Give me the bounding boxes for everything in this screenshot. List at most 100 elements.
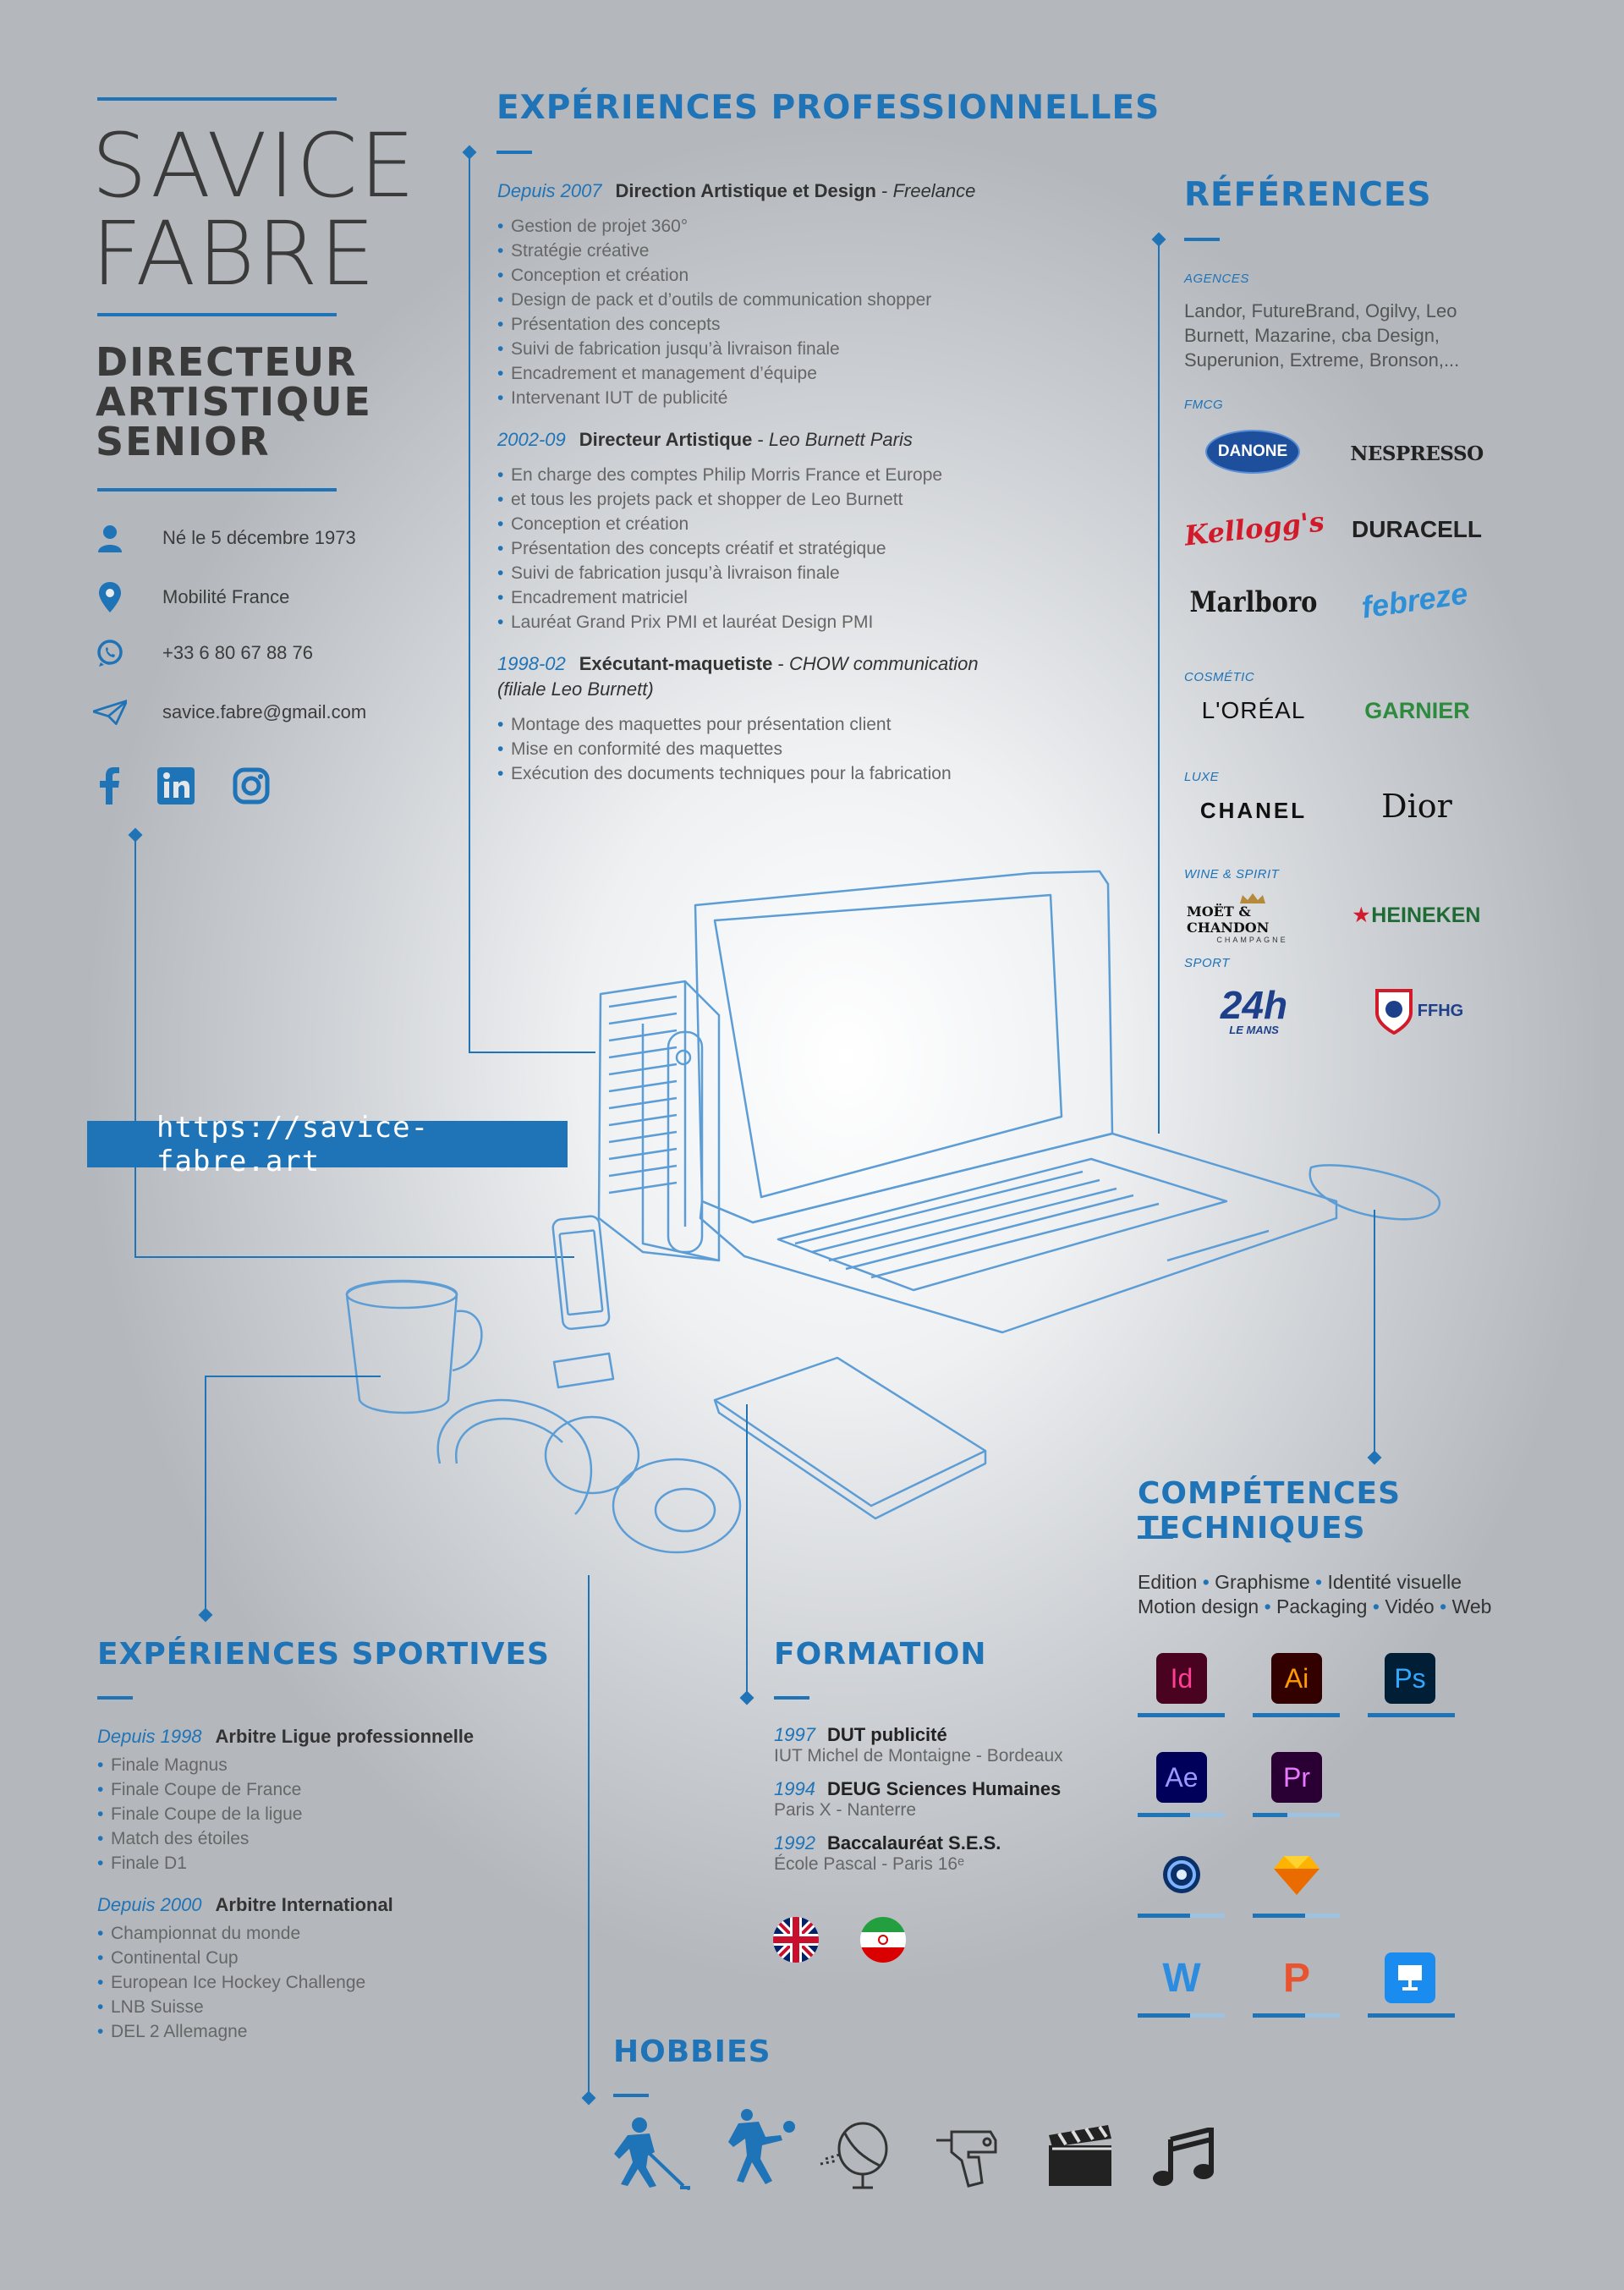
skill-level-bar [1253,2013,1305,2018]
experience-role: Directeur Artistique [579,429,753,450]
cinema4d-icon [1156,1849,1207,1900]
satellite-dish-icon [819,2115,895,2195]
formation-year: 1992 [774,1832,815,1853]
experience-title-rule [497,151,532,154]
photoshop-icon: Ps [1385,1653,1435,1704]
formation-degree: DUT publicité [826,1724,947,1745]
sports-role: Arbitre Ligue professionnelle [215,1726,475,1747]
list-item: Présentation des concepts créatif et str… [497,536,1039,561]
references-title: RÉFÉRENCES [1184,176,1432,214]
contact-birth: Né le 5 décembre 1973 [93,521,356,555]
agencies-text: Landor, FutureBrand, Ogilvy, Leo Burnett… [1184,300,1460,371]
clapperboard-icon [1047,2123,1115,2192]
list-item: Exécution des documents techniques pour … [497,761,1039,786]
sports-years: Depuis 2000 [97,1894,202,1915]
lemans-24h: 24h [1220,982,1288,1027]
list-item: et tous les projets pack et shopper de L… [497,487,1039,512]
skill-item: Packaging [1276,1595,1368,1617]
formation-year: 1994 [774,1778,815,1799]
formation-title: FORMATION [774,1637,987,1672]
formation-degree: DEUG Sciences Humaines [826,1778,1062,1799]
list-item: Conception et création [497,263,1039,288]
connector-dot [739,1690,754,1705]
list-item: Finale Coupe de la ligue [97,1802,571,1826]
chanel-logo: CHANEL [1199,797,1308,823]
website-link[interactable]: https://savice-fabre.art [87,1111,568,1178]
list-item: Match des étoiles [97,1826,571,1851]
first-name: SAVICE [91,114,417,217]
heineken-text: HEINEKEN [1371,903,1481,927]
experience-title: EXPÉRIENCES PROFESSIONNELLES [497,89,1160,127]
experience-company-detail: (filiale Leo Burnett) [497,678,654,700]
list-item: Finale Coupe de France [97,1777,571,1802]
contact-email[interactable]: savice.fabre@gmail.com [93,695,366,729]
skill-level-track [1253,1813,1340,1817]
list-item: Stratégie créative [497,239,1039,263]
sports-heading: Depuis 2000 Arbitre International [97,1894,571,1916]
person-icon [93,521,127,555]
illustrator-icon: Ai [1271,1653,1322,1704]
sports-role: Arbitre International [215,1894,393,1915]
marlboro-logo: Marlboro [1189,585,1318,619]
skills-line1: Edition • Graphisme • Identité visuelle [1138,1571,1462,1594]
list-item: Gestion de projet 360° [497,214,1039,239]
instagram-icon[interactable] [233,767,270,809]
list-item: Présentation des concepts [497,312,1039,337]
connector-line [469,154,470,1053]
aftereffects-icon: Ae [1156,1752,1207,1803]
list-item: DEL 2 Allemagne [97,2019,571,2044]
list-item: Suivi de fabrication jusqu’à livraison f… [497,561,1039,585]
location-pin-icon [93,580,127,614]
moet-text: MOËT & CHANDON [1187,903,1270,936]
connector-line [1158,1132,1160,1134]
iran-flag-icon [859,1916,907,1968]
linkedin-icon[interactable] [157,767,195,809]
formation-school: École Pascal - Paris 16ᵉ [774,1854,964,1874]
list-item: En charge des comptes Philip Morris Fran… [497,463,1039,487]
skill-level-bar [1253,1813,1287,1817]
list-item: Lauréat Grand Prix PMI et lauréat Design… [497,610,1039,634]
powerpoint-icon: P [1282,1955,1310,2001]
dior-logo: Dior [1381,788,1452,825]
skill-level-bar [1253,1713,1340,1717]
garnier-logo: GARNIER [1364,697,1470,723]
formation-title-rule [774,1696,809,1700]
contact-phone[interactable]: +33 6 80 67 88 76 [93,636,313,670]
contact-mobility: Mobilité France [93,580,289,614]
volleyball-icon [721,2108,798,2197]
uk-flag-icon [772,1916,820,1968]
paper-plane-icon [93,695,127,729]
experience-bullets: En charge des comptes Philip Morris Fran… [497,463,1039,634]
skill-separator: • [1315,1571,1323,1593]
premiere-icon: Pr [1271,1752,1322,1803]
skill-level-bar [1138,1713,1225,1717]
experience-role: Direction Artistique et Design [615,180,876,201]
skill-separator: • [1372,1595,1380,1617]
connector-line [588,1575,590,2097]
connector-dot [581,2090,596,2106]
connector-line [1158,241,1160,1134]
experience-sep: - [752,429,769,450]
experience-sep: - [876,180,893,201]
word-icon: W [1162,1955,1201,2001]
facebook-icon[interactable] [97,767,121,809]
heineken-logo: ★HEINEKEN [1353,898,1481,932]
skills-line2: Motion design • Packaging • Vidéo • Web [1138,1595,1491,1618]
skill-level-bar [1368,2013,1455,2018]
list-item: Conception et création [497,512,1039,536]
list-item: Encadrement matriciel [497,585,1039,610]
skill-separator: • [1264,1595,1271,1617]
experience-company: CHOW communication [788,653,979,674]
birth-text: Né le 5 décembre 1973 [162,527,356,548]
formation-heading: 1994 DEUG Sciences Humaines [774,1778,1095,1800]
